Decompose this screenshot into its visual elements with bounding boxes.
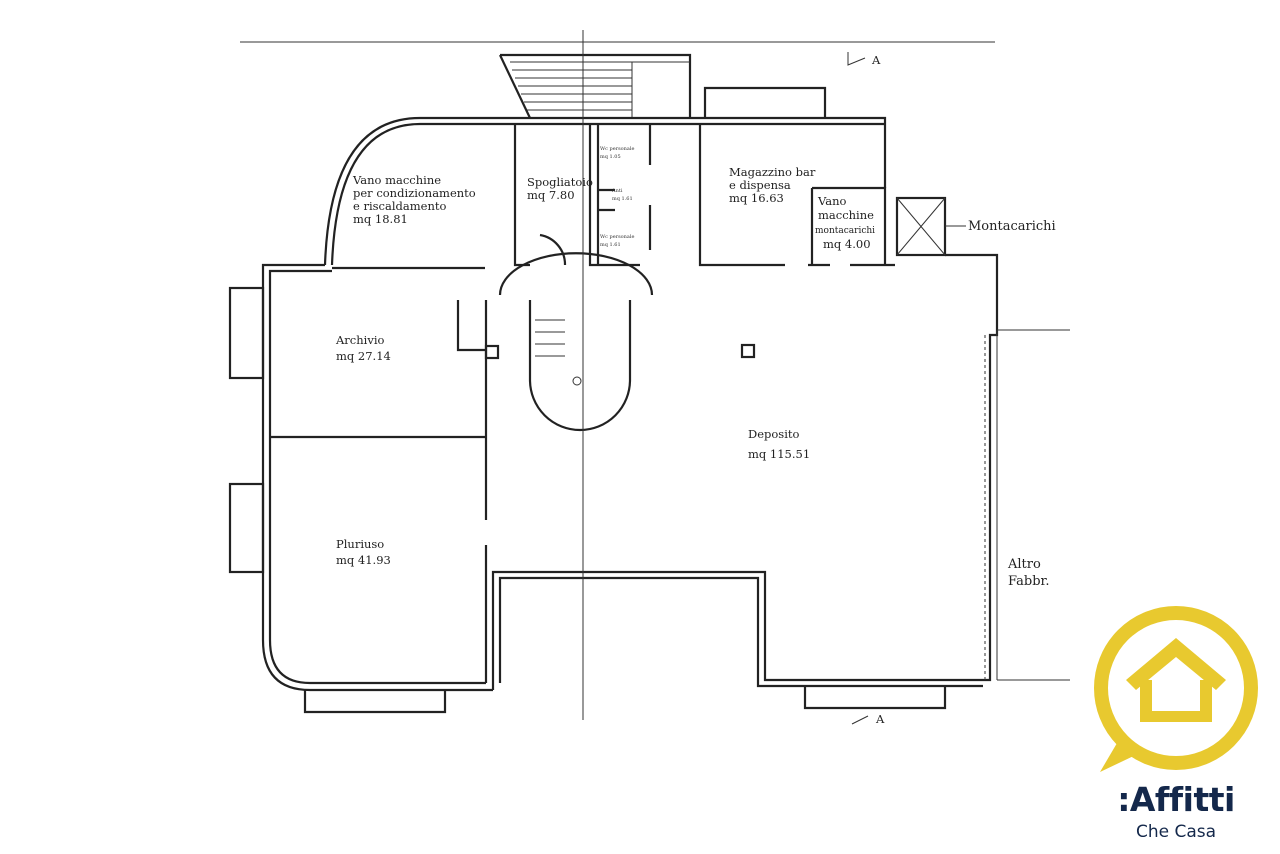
- svg-text:mq 4.00: mq 4.00: [823, 237, 871, 251]
- column-circle: [572, 376, 582, 386]
- section-marker-top: A: [847, 52, 881, 67]
- svg-text:Vano: Vano: [817, 194, 847, 208]
- logo-icon: [1094, 606, 1258, 772]
- svg-text:per condizionamento: per condizionamento: [353, 186, 476, 200]
- logo-tagline: Che Casa: [1135, 822, 1217, 842]
- section-marker-bottom: A: [851, 712, 885, 726]
- svg-text:mq 27.14: mq 27.14: [336, 349, 391, 363]
- svg-text:A: A: [875, 712, 885, 726]
- walls: [228, 30, 1070, 720]
- svg-text:mq 115.51: mq 115.51: [748, 447, 810, 461]
- room-deposito: Deposito mq 115.51: [748, 427, 810, 461]
- svg-text:mq 7.80: mq 7.80: [527, 188, 575, 202]
- svg-text:mq 1.05: mq 1.05: [600, 154, 621, 160]
- small-rooms: Wc personale mq 1.05 Anti mq 1.61 Wc per…: [600, 146, 634, 248]
- svg-text:Wc personale: Wc personale: [600, 234, 634, 240]
- room-spogliatoio: Spogliatoio mq 7.80: [527, 175, 593, 202]
- svg-text:macchine: macchine: [818, 208, 874, 222]
- svg-text:Montacarichi: Montacarichi: [968, 219, 1056, 234]
- altro-fabbricato-label: Altro Fabbr.: [1007, 557, 1049, 589]
- svg-text:mq 18.81: mq 18.81: [353, 212, 408, 226]
- room-archivio: Archivio mq 27.14: [335, 333, 391, 363]
- svg-text:Archivio: Archivio: [335, 333, 385, 347]
- svg-text:Altro: Altro: [1007, 557, 1041, 572]
- room-pluriuso: Pluriuso mq 41.93: [336, 537, 391, 567]
- svg-text:e dispensa: e dispensa: [729, 178, 791, 192]
- svg-text:A: A: [871, 53, 881, 67]
- svg-text:mq 41.93: mq 41.93: [336, 553, 391, 567]
- svg-text:Vano macchine: Vano macchine: [352, 173, 441, 187]
- svg-text:Wc personale: Wc personale: [600, 146, 634, 152]
- svg-text:Pluriuso: Pluriuso: [336, 537, 384, 551]
- svg-text:Magazzino bar: Magazzino bar: [729, 165, 816, 179]
- svg-text:mq 16.63: mq 16.63: [729, 191, 784, 205]
- svg-text:mq 1.61: mq 1.61: [600, 242, 621, 248]
- svg-text:montacarichi: montacarichi: [815, 226, 875, 236]
- room-vano-macchine: Vano macchine per condizionamento e risc…: [352, 173, 476, 226]
- svg-text:Spogliatoio: Spogliatoio: [527, 175, 593, 189]
- column-square: [740, 343, 756, 359]
- logo-wordmark: :Affitti: [1117, 780, 1235, 819]
- svg-text:Deposito: Deposito: [748, 427, 800, 441]
- montacarichi-label: Montacarichi: [945, 219, 1056, 234]
- room-magazzino: Magazzino bar e dispensa mq 16.63: [729, 165, 816, 205]
- room-vano-montacarichi: Vano macchine montacarichi mq 4.00: [815, 194, 875, 251]
- svg-text:mq 1.61: mq 1.61: [612, 196, 633, 202]
- external-stair: [499, 53, 692, 119]
- svg-text:Fabbr.: Fabbr.: [1008, 574, 1049, 589]
- svg-text:Anti: Anti: [611, 188, 623, 194]
- svg-text:e riscaldamento: e riscaldamento: [353, 199, 446, 213]
